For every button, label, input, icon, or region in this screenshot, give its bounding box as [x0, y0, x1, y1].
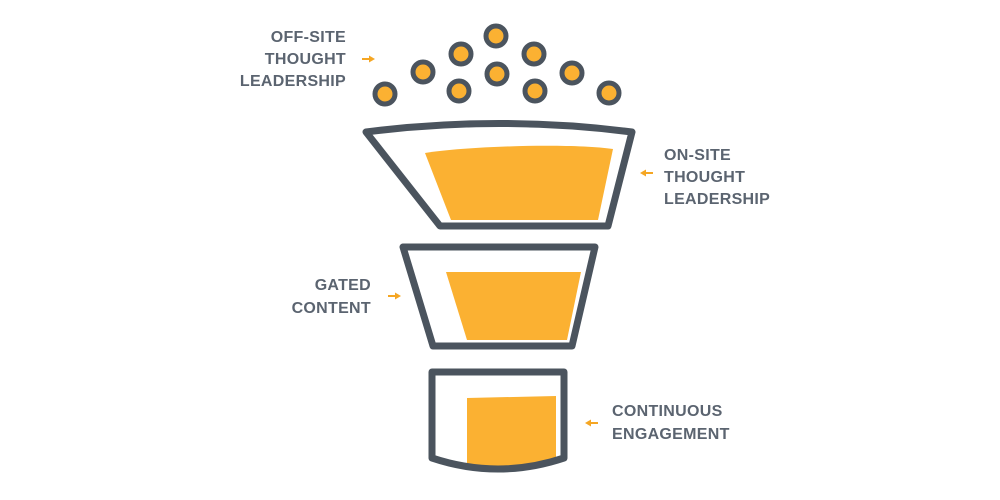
funnel-stage-top-outline: [362, 120, 636, 230]
label-on-site-line: ON-SITE: [664, 147, 731, 164]
lead-dot: [559, 60, 585, 86]
label-off-site-line: LEADERSHIP: [240, 73, 346, 90]
lead-dots: [372, 23, 622, 107]
label-continuous-line: CONTINUOUS: [612, 403, 723, 420]
label-gated-line: GATED: [315, 277, 371, 294]
funnel-stage-bottom: [428, 368, 568, 473]
funnel-stage-middle-fill: [446, 272, 581, 340]
label-on-site: ON-SITE THOUGHT LEADERSHIP: [664, 147, 770, 208]
lead-dot: [596, 80, 622, 106]
label-off-site: OFF-SITE THOUGHT LEADERSHIP: [240, 29, 346, 90]
left-arrow-icon: [640, 169, 653, 177]
right-arrow-icon: [362, 55, 375, 63]
funnel-stage-bottom-outline: [428, 368, 568, 473]
lead-dot: [484, 61, 510, 87]
lead-dot: [483, 23, 509, 49]
funnel-stage-middle-outline: [399, 243, 599, 350]
funnel-stage-top: [362, 120, 636, 230]
lead-dot: [522, 78, 548, 104]
lead-dot: [448, 41, 474, 67]
label-off-site-line: THOUGHT: [265, 51, 346, 68]
lead-dot: [410, 59, 436, 85]
left-arrow-icon: [585, 419, 598, 427]
label-gated: GATED CONTENT: [292, 277, 371, 317]
label-gated-line: CONTENT: [292, 300, 371, 317]
label-continuous: CONTINUOUS ENGAGEMENT: [612, 403, 730, 443]
lead-dot: [372, 81, 398, 107]
label-off-site-line: OFF-SITE: [271, 29, 346, 46]
lead-dot: [521, 41, 547, 67]
right-arrow-icon: [388, 292, 401, 300]
funnel-stage-middle: [399, 243, 599, 350]
label-on-site-line: THOUGHT: [664, 169, 745, 186]
label-continuous-line: ENGAGEMENT: [612, 426, 730, 443]
funnel-stage-bottom-fill: [467, 396, 556, 470]
lead-dot: [446, 78, 472, 104]
label-on-site-line: LEADERSHIP: [664, 191, 770, 208]
funnel-stage-top-fill: [425, 145, 613, 220]
